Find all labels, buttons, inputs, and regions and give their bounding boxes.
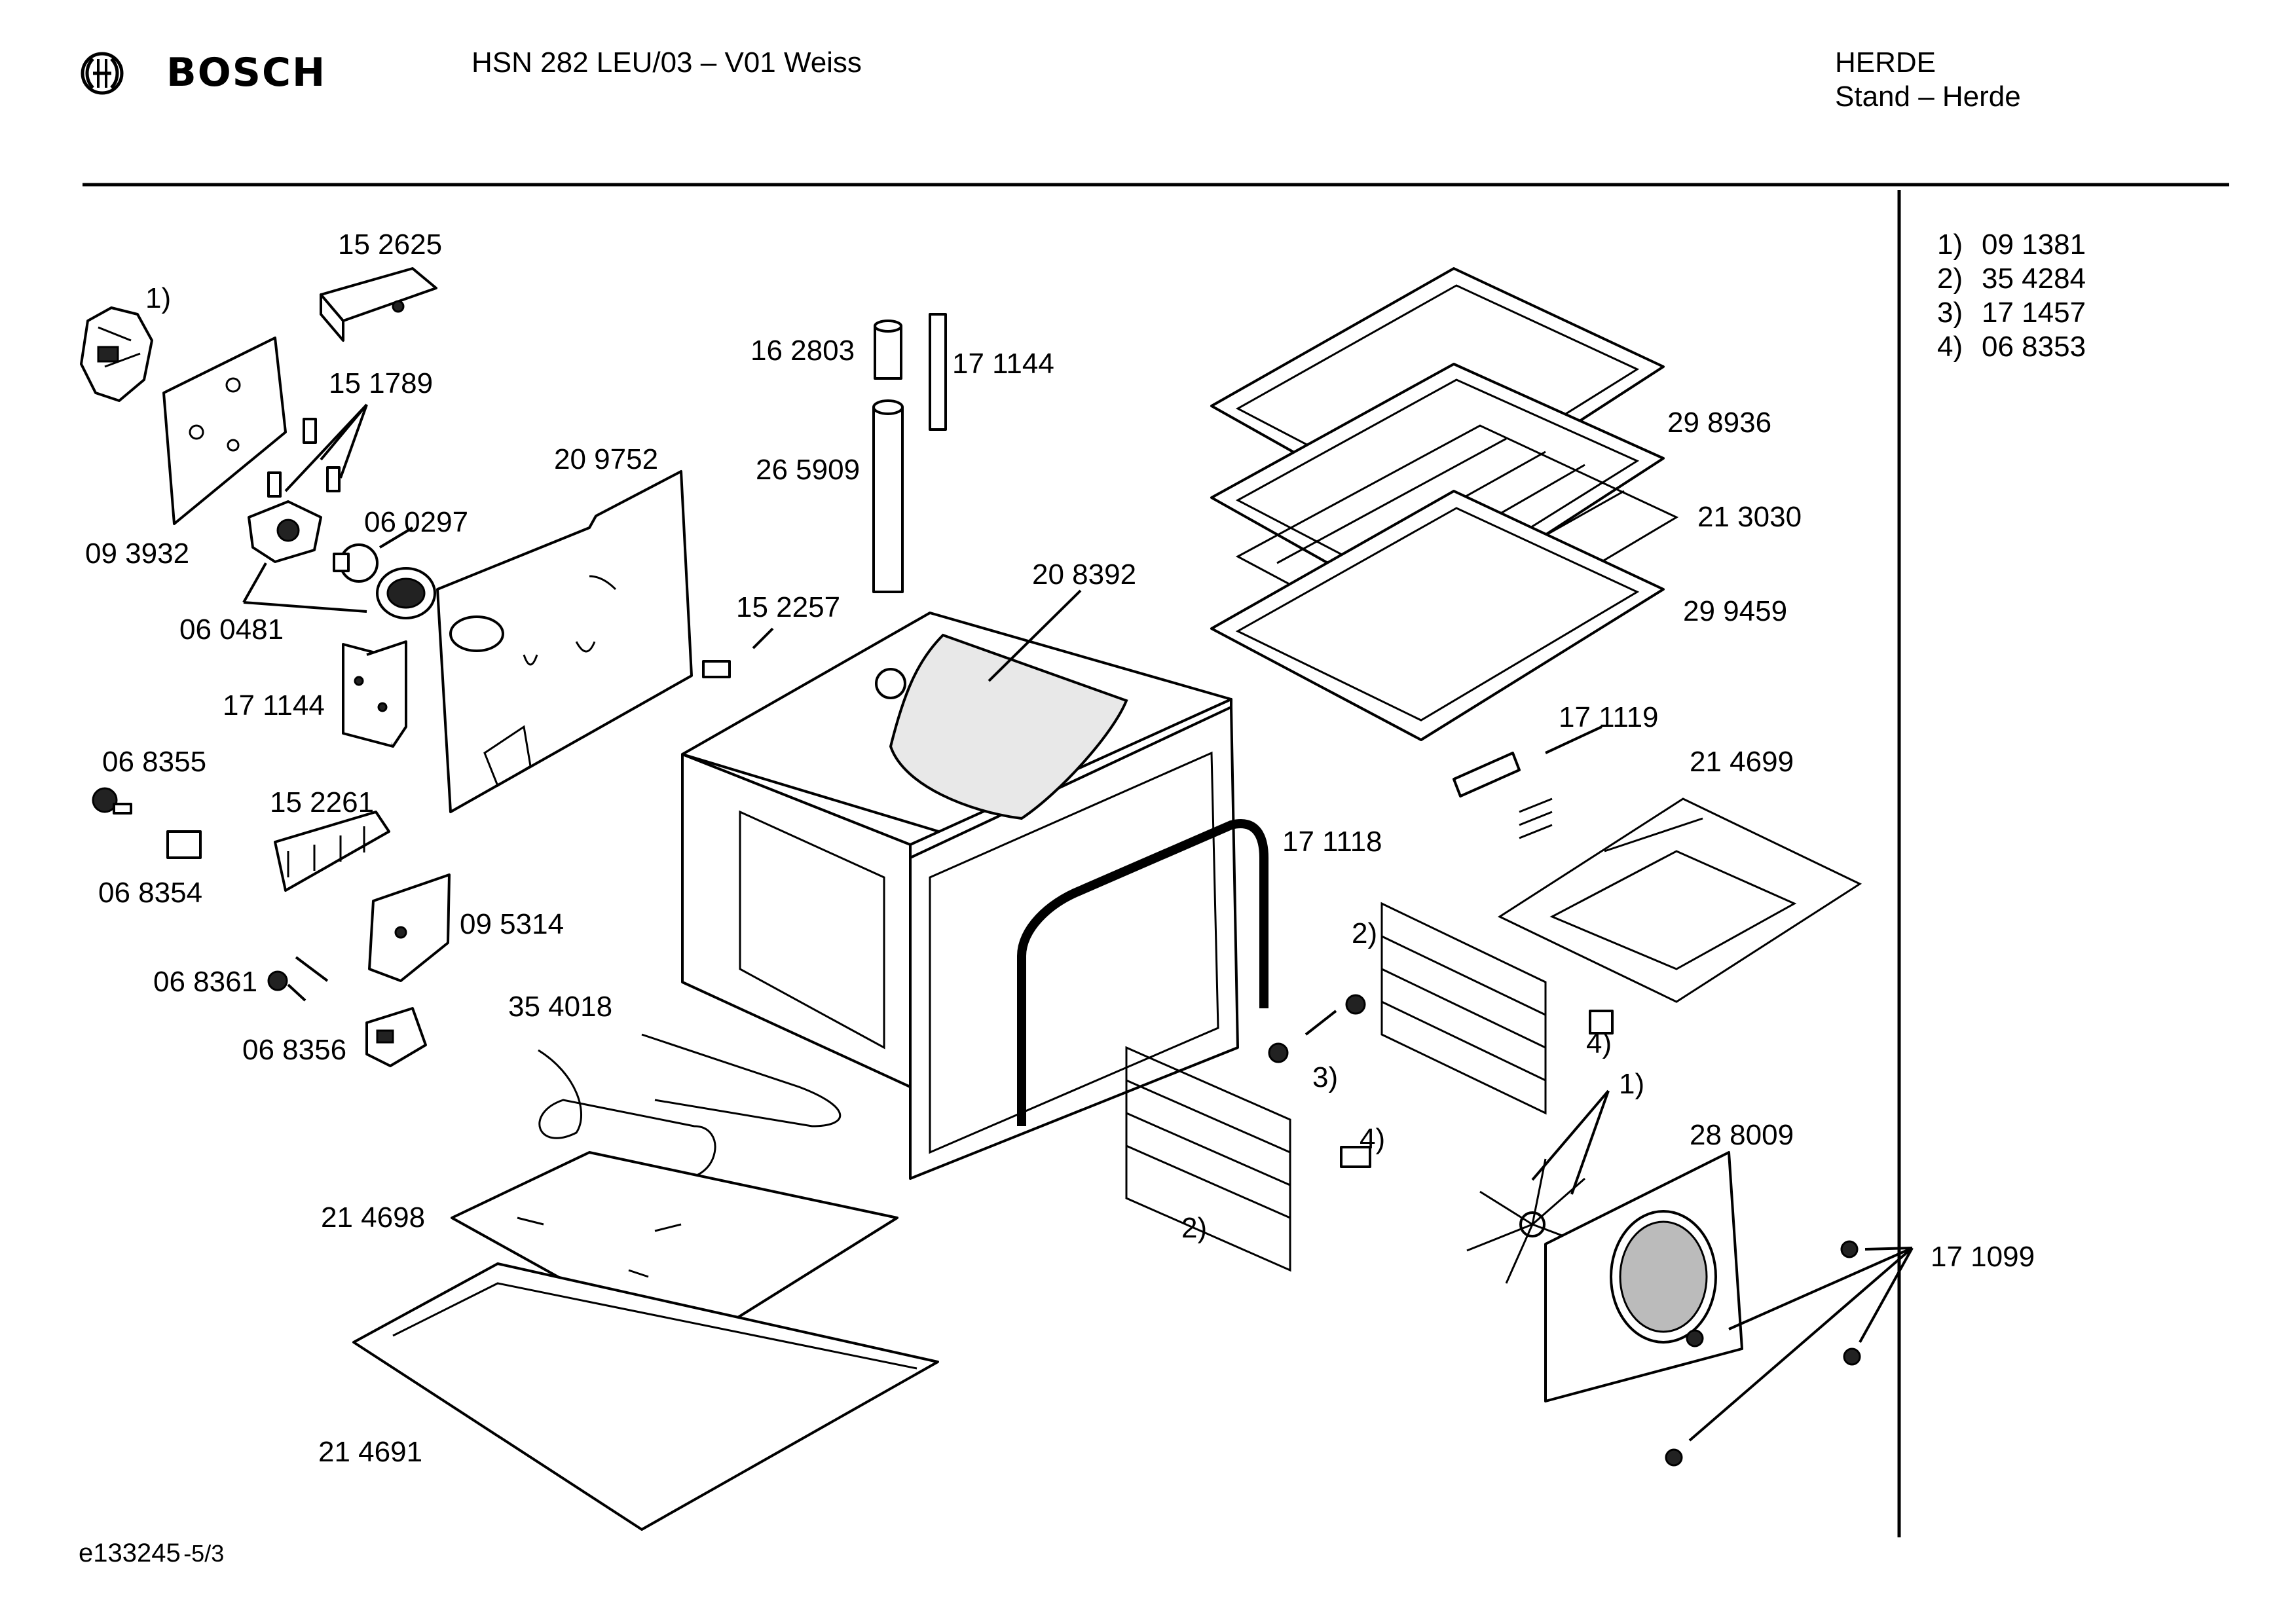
part-switch-assembly [80, 306, 153, 402]
part-214691-pan [352, 1262, 939, 1531]
callout-note-2-left: 2) [1181, 1212, 1208, 1244]
part-060481-cover [376, 567, 436, 619]
callout-171119: 17 1119 [1559, 701, 1659, 733]
part-095314-switch [368, 873, 451, 982]
part-060297-bulb [333, 543, 379, 583]
callout-068356: 06 8356 [242, 1034, 347, 1066]
callout-068354: 06 8354 [98, 877, 203, 909]
callout-note-4-right: 4) [1586, 1027, 1612, 1059]
callout-068355: 06 8355 [102, 746, 207, 778]
part-265909-pipe [872, 399, 904, 593]
part-oven-cavity [681, 612, 1239, 1180]
legend-row: 3)17 1457 [1937, 297, 2086, 329]
callout-060481: 06 0481 [179, 614, 284, 646]
part-screw-3b [1268, 1042, 1289, 1063]
callout-note-1-top: 1) [145, 282, 172, 314]
callout-093932: 09 3932 [85, 538, 190, 570]
callout-151789: 15 1789 [329, 367, 434, 399]
footer: e133245 -5/3 [79, 1539, 224, 1568]
part-209752-panel [436, 470, 693, 813]
part-screw-3a [1345, 994, 1366, 1015]
part-299459-pan [1210, 490, 1665, 741]
callout-214699: 21 4699 [1690, 746, 1794, 778]
callout-265909: 26 5909 [756, 454, 861, 486]
callout-note-2-right: 2) [1352, 917, 1378, 949]
callout-note-3: 3) [1312, 1061, 1339, 1093]
legend-row: 2)35 4284 [1937, 263, 2086, 295]
part-214699-grill [1497, 797, 1862, 1003]
part-208392-insulation [889, 633, 1128, 820]
part-162803-cap [874, 320, 902, 380]
part-151789-clip-b [267, 471, 282, 498]
callout-060297: 06 0297 [364, 506, 469, 538]
callout-298936: 29 8936 [1667, 407, 1772, 439]
part-288009-fan-cover [1544, 1151, 1743, 1402]
part-152257-clip [702, 660, 731, 678]
part-171099-screw-c [1843, 1347, 1861, 1366]
part-068361-screw [267, 956, 329, 1002]
part-171144-bracket-left [342, 640, 407, 748]
part-side-rack-right [1380, 902, 1547, 1115]
category-title: HERDE [1835, 46, 1936, 79]
doc-id: e133245 [79, 1539, 181, 1567]
callout-152257: 15 2257 [736, 591, 841, 623]
part-068355-screw [92, 787, 132, 815]
brand-logo: BOSCH [79, 50, 341, 97]
callout-068361: 06 8361 [153, 966, 258, 998]
part-151789-clip-a [303, 418, 317, 444]
part-171144-bracket-right [929, 313, 947, 431]
part-151789-clip-c [326, 466, 341, 492]
callout-354018: 35 4018 [508, 991, 613, 1023]
part-354018-heater [538, 1033, 842, 1180]
part-171119-clip [1453, 752, 1521, 797]
model-title: HSN 282 LEU/03 – V01 Weiss [472, 46, 862, 79]
callout-213030: 21 3030 [1697, 501, 1802, 533]
callout-152625: 15 2625 [338, 229, 443, 261]
callout-214698: 21 4698 [321, 1201, 426, 1234]
callout-note-1-fan: 1) [1619, 1068, 1645, 1100]
part-152261-terminal [274, 811, 390, 892]
callout-note-4-left: 4) [1360, 1123, 1386, 1155]
part-171099-screw-d [1665, 1448, 1683, 1467]
callout-152261: 15 2261 [270, 786, 375, 818]
part-fan-hub [875, 668, 906, 699]
callout-171144-left: 17 1144 [223, 689, 325, 722]
part-171099-screw-a [1840, 1240, 1859, 1258]
part-171118-seal [1017, 819, 1268, 1126]
part-clip-4a [1589, 1010, 1614, 1035]
callout-288009: 28 8009 [1690, 1119, 1794, 1151]
callout-095314: 09 5314 [460, 908, 565, 940]
callout-299459: 29 9459 [1683, 595, 1788, 627]
callout-171099: 17 1099 [1931, 1241, 2035, 1273]
part-fan-blade [1466, 1158, 1585, 1284]
part-068354-clip [166, 830, 202, 859]
page-number: -5/3 [183, 1540, 225, 1567]
callout-171118: 17 1118 [1282, 826, 1382, 858]
legend: 1)09 1381 2)35 4284 3)17 1457 4)06 8353 [1937, 228, 2086, 364]
part-171099-screw-b [1686, 1329, 1704, 1347]
legend-row: 4)06 8353 [1937, 331, 2086, 363]
callout-209752: 20 9752 [554, 443, 659, 475]
callout-162803: 16 2803 [750, 335, 855, 367]
legend-row: 1)09 1381 [1937, 229, 2086, 261]
bosch-armature-icon [81, 52, 124, 95]
part-152625-bracket [320, 267, 437, 342]
part-side-rack-left [1125, 1046, 1291, 1272]
callout-208392: 20 8392 [1032, 559, 1137, 591]
part-clip-4b [1340, 1146, 1371, 1168]
callout-171144-right: 17 1144 [952, 348, 1054, 380]
subcategory-title: Stand – Herde [1835, 81, 2021, 113]
part-060481-lampholder [248, 500, 322, 563]
callout-214691: 21 4691 [318, 1436, 423, 1468]
part-093932-plate [162, 337, 287, 525]
part-068356-holder [365, 1007, 427, 1067]
brand-name: BOSCH [166, 50, 327, 96]
